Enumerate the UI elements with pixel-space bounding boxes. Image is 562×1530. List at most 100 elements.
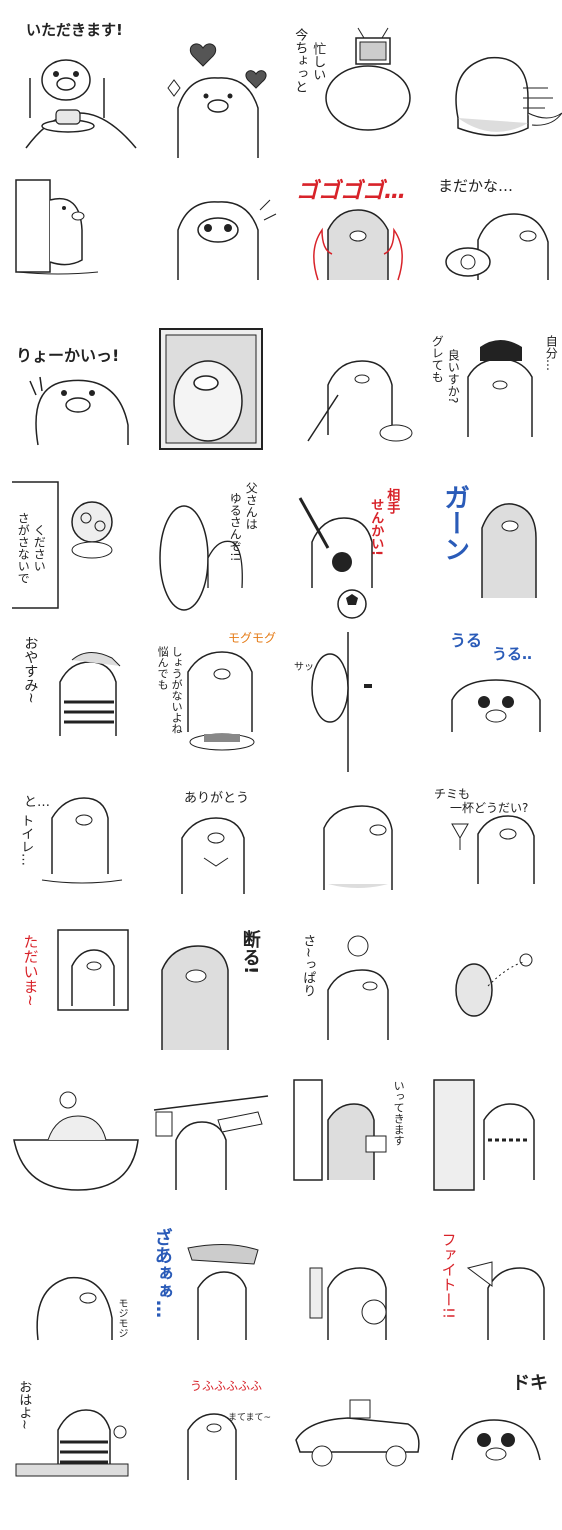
sticker-caption: 父さんは bbox=[244, 482, 259, 530]
pig-icon bbox=[445, 213, 549, 280]
sticker-12[interactable]: グレても 良いすか? 自分… bbox=[428, 325, 562, 475]
sticker-caption: 悩んでも bbox=[156, 646, 170, 690]
sticker-16[interactable]: ガーン bbox=[428, 478, 562, 628]
glass-icon bbox=[451, 823, 469, 840]
pig-icon bbox=[167, 43, 267, 158]
pig-icon bbox=[298, 497, 373, 619]
pig-icon bbox=[433, 1079, 535, 1191]
pig-icon bbox=[12, 481, 113, 609]
pig-icon bbox=[187, 651, 255, 751]
sticker-caption: チミも bbox=[434, 787, 471, 801]
sticker-37[interactable]: おはよ~ bbox=[8, 1380, 148, 1530]
sticker-15[interactable]: 相手 せんかい! bbox=[288, 478, 428, 628]
sticker-caption: 一杯どうだい? bbox=[450, 801, 529, 815]
sticker-caption: うる bbox=[450, 631, 483, 650]
sticker-30[interactable] bbox=[148, 1080, 288, 1230]
sticker-25[interactable]: ただいま~ bbox=[8, 929, 148, 1080]
sticker-caption: ざあぁぁ… bbox=[151, 1228, 173, 1318]
sticker-21[interactable]: と… トイレ… bbox=[8, 784, 148, 934]
sticker-40[interactable]: ドキ bbox=[428, 1374, 562, 1530]
pig-icon bbox=[307, 360, 413, 442]
sticker-caption: 今ちょっと bbox=[292, 28, 308, 93]
pancake-icon bbox=[55, 109, 81, 125]
pig-icon bbox=[29, 376, 129, 446]
sticker-23[interactable] bbox=[288, 784, 428, 934]
sticker-caption: まてまて~ bbox=[228, 1413, 272, 1423]
sticker-29[interactable] bbox=[8, 1080, 148, 1230]
door-icon bbox=[15, 179, 51, 273]
sticker-11[interactable] bbox=[288, 325, 428, 475]
sticker-caption: りょーかいっ! bbox=[16, 346, 120, 365]
sticker-7[interactable]: ゴゴゴゴ… bbox=[288, 170, 428, 320]
sticker-caption: いってきます bbox=[392, 1080, 406, 1146]
pig-icon bbox=[466, 1261, 545, 1340]
sticker-caption: ありがとう bbox=[184, 791, 250, 806]
sticker-caption: せんかい! bbox=[368, 498, 384, 556]
sticker-9[interactable]: りょーかいっ! bbox=[8, 325, 148, 475]
pig-icon bbox=[187, 1413, 237, 1480]
pig-icon bbox=[313, 209, 403, 281]
pig-icon bbox=[451, 679, 541, 732]
sticker-18[interactable]: 悩んでも しょうがないよね モグモグ bbox=[148, 631, 288, 782]
pig-icon bbox=[181, 817, 245, 894]
door-icon bbox=[293, 1079, 323, 1181]
clock-icon bbox=[113, 1425, 127, 1439]
sticker-2[interactable] bbox=[148, 18, 288, 168]
sticker-caption: うふふふふふ bbox=[190, 1379, 263, 1393]
sticker-19[interactable]: サッ bbox=[288, 632, 428, 782]
sticker-27[interactable]: さ~っぱり bbox=[288, 930, 428, 1080]
sticker-20[interactable]: うる うる‥ bbox=[428, 632, 562, 782]
sticker-13[interactable]: さがさないで ください bbox=[8, 478, 148, 628]
pig-icon bbox=[161, 945, 229, 1050]
pig-icon bbox=[36, 1276, 113, 1341]
pig-icon bbox=[25, 59, 137, 149]
sticker-4[interactable] bbox=[428, 18, 562, 168]
sticker-10[interactable] bbox=[148, 325, 288, 475]
sticker-34[interactable]: ざあぁぁ… bbox=[148, 1228, 288, 1378]
pig-icon bbox=[481, 503, 537, 598]
car-icon bbox=[295, 1399, 420, 1467]
sticker-17[interactable]: おやすみ~ bbox=[8, 632, 148, 782]
pig-icon bbox=[467, 340, 533, 437]
sticker-1[interactable]: いただきます! bbox=[8, 18, 148, 168]
pig-icon bbox=[455, 56, 562, 137]
sticker-22[interactable]: ありがとう bbox=[148, 784, 288, 934]
sticker-26[interactable]: 断る! bbox=[148, 930, 288, 1080]
pig-icon bbox=[349, 1399, 371, 1419]
flame-icon bbox=[313, 227, 403, 281]
sticker-35[interactable] bbox=[288, 1228, 428, 1378]
sticker-31[interactable]: いってきます bbox=[288, 1079, 428, 1230]
pig-icon bbox=[153, 1095, 269, 1190]
sticker-28[interactable] bbox=[428, 930, 562, 1080]
pig-icon bbox=[159, 328, 263, 450]
sticker-14[interactable]: 父さんは ゆるさんぞ!! bbox=[148, 478, 288, 628]
sticker-caption: うる‥ bbox=[492, 645, 533, 663]
pig-icon bbox=[311, 632, 372, 772]
sticker-36[interactable]: ファイトー!! bbox=[428, 1228, 562, 1378]
pig-icon bbox=[455, 953, 533, 1017]
sticker-caption: まだかな… bbox=[438, 177, 514, 195]
sticker-39[interactable] bbox=[288, 1380, 428, 1530]
bathtub-icon bbox=[13, 1139, 139, 1191]
sticker-6[interactable] bbox=[148, 170, 288, 320]
sticker-32[interactable] bbox=[428, 1079, 562, 1230]
sticker-caption: おはよ~ bbox=[16, 1380, 32, 1430]
sticker-24[interactable]: チミも 一杯どうだい? bbox=[428, 784, 562, 934]
pig-icon bbox=[15, 1409, 129, 1477]
sticker-33[interactable]: モジモジ bbox=[8, 1228, 148, 1378]
sticker-caption: ドキ bbox=[512, 1373, 548, 1394]
pig-icon bbox=[57, 929, 129, 1011]
sticker-caption: 断る! bbox=[239, 930, 261, 975]
pig-icon bbox=[159, 505, 243, 611]
sticker-38[interactable]: うふふふふふ まてまて~ bbox=[148, 1379, 288, 1530]
sticker-3[interactable]: 今ちょっと 忙しい bbox=[288, 18, 428, 168]
sticker-5[interactable] bbox=[8, 170, 148, 320]
sticker-caption: ファイトー!! bbox=[439, 1232, 458, 1320]
sticker-caption: サッ bbox=[294, 662, 314, 673]
sticker-caption: おやすみ~ bbox=[22, 636, 39, 704]
pig-icon bbox=[187, 1243, 259, 1340]
sticker-caption: ただいま~ bbox=[21, 934, 40, 1007]
sticker-8[interactable]: まだかな… bbox=[428, 170, 562, 320]
pig-icon bbox=[13, 1091, 139, 1191]
